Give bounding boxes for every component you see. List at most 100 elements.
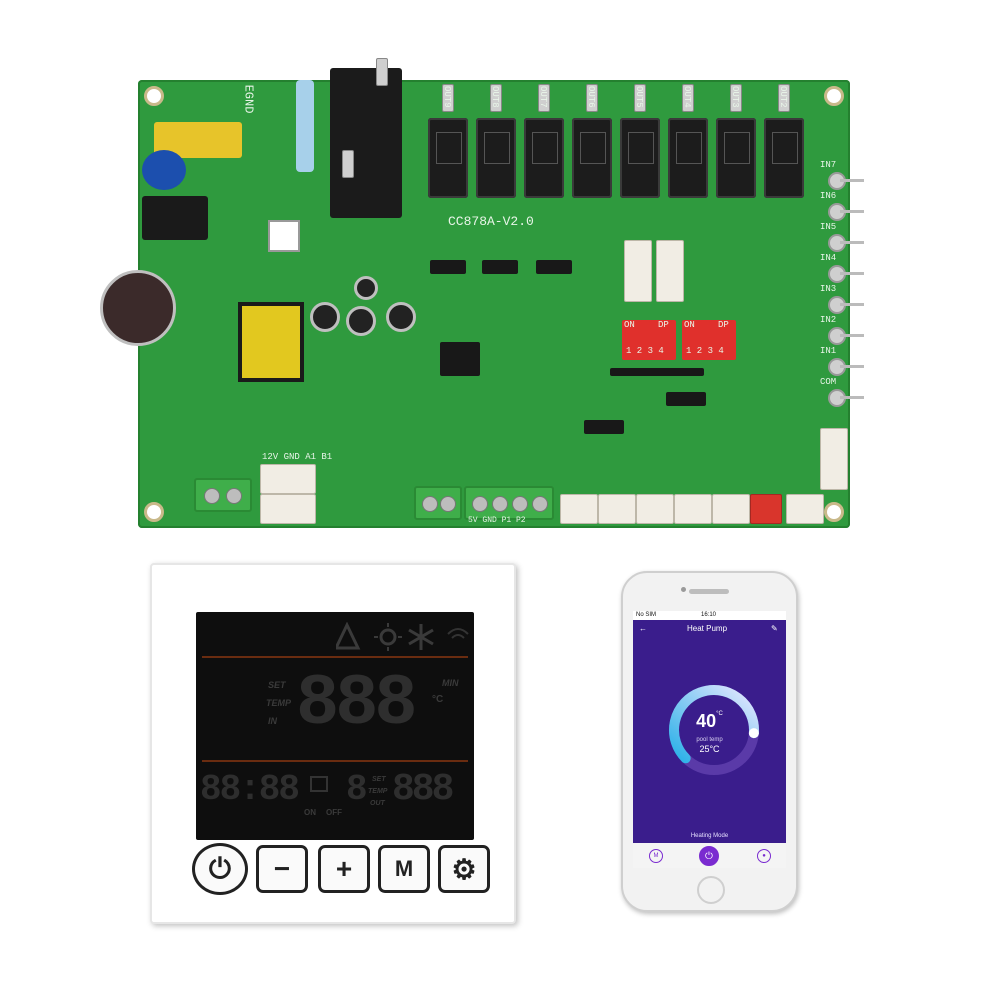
input-pin bbox=[828, 234, 864, 252]
on-label: ON bbox=[304, 808, 316, 817]
resistor-array bbox=[610, 368, 704, 376]
input-label: IN2 bbox=[820, 315, 837, 325]
tab-schedule[interactable]: ● bbox=[757, 849, 771, 863]
defrost-triangle-icon bbox=[336, 622, 361, 650]
spade-terminal bbox=[376, 58, 388, 86]
red-connector bbox=[750, 494, 782, 524]
dip-numbers: 1 2 3 4 bbox=[686, 346, 724, 356]
output-relay bbox=[572, 118, 612, 198]
input-label: IN5 bbox=[820, 222, 837, 232]
dip-switch[interactable]: ON DP 1 2 3 4 bbox=[682, 320, 736, 360]
ic-chip bbox=[584, 420, 624, 434]
output-relay bbox=[428, 118, 468, 198]
phone-screen: No SIM 16:10 ← Heat Pump ✎ 40°C pool tem… bbox=[633, 611, 786, 868]
fuse bbox=[296, 80, 314, 172]
input-pin bbox=[828, 327, 864, 345]
off-label: OFF bbox=[326, 808, 342, 817]
input-pin bbox=[828, 296, 864, 314]
edit-icon[interactable]: ✎ bbox=[771, 624, 778, 633]
plus-button[interactable]: + bbox=[318, 845, 370, 893]
clock-digits: 88:88 bbox=[200, 769, 300, 810]
lcd-divider bbox=[202, 656, 468, 658]
model-label: CC878A-V2.0 bbox=[448, 214, 534, 229]
out-label: OUT bbox=[370, 800, 385, 807]
min-label: MIN bbox=[442, 678, 459, 688]
bus-label: 12V GND A1 B1 bbox=[262, 452, 333, 462]
home-button[interactable] bbox=[697, 876, 725, 904]
set2-label: SET bbox=[372, 776, 386, 783]
header-connector bbox=[786, 494, 824, 524]
carrier-label: No SIM bbox=[636, 612, 657, 618]
relay-label: OUT3 bbox=[730, 86, 740, 108]
terminal-block bbox=[414, 486, 462, 520]
capacitor bbox=[310, 302, 340, 332]
app-title: Heat Pump bbox=[687, 624, 728, 633]
relay-label: OUT4 bbox=[682, 86, 692, 108]
bus-connector bbox=[260, 494, 316, 524]
relay-label: OUT2 bbox=[778, 86, 788, 108]
pool-temp-label: pool temp bbox=[696, 737, 723, 743]
relay-label: OUT5 bbox=[634, 86, 644, 108]
clock-label: 16:10 bbox=[701, 612, 717, 618]
tab-mode[interactable]: M bbox=[649, 849, 663, 863]
settings-button[interactable]: ⚙ bbox=[438, 845, 490, 893]
input-label: IN7 bbox=[820, 160, 837, 170]
wifi-icon bbox=[447, 628, 469, 639]
temp2-label: TEMP bbox=[368, 788, 388, 795]
minus-button[interactable]: − bbox=[256, 845, 308, 893]
input-pin bbox=[828, 203, 864, 221]
out-temp-digits: 888 bbox=[392, 768, 454, 811]
unit-label: °C bbox=[432, 694, 444, 705]
capacitor bbox=[386, 302, 416, 332]
dip-on-label: ON bbox=[684, 320, 695, 330]
header-connector bbox=[636, 494, 674, 524]
spade-terminal bbox=[730, 84, 742, 112]
output-relay bbox=[764, 118, 804, 198]
output-relay bbox=[476, 118, 516, 198]
power-button[interactable]: ⏻ bbox=[192, 843, 248, 895]
input-label: IN1 bbox=[820, 346, 837, 356]
gear-icon: ⚙ bbox=[451, 853, 477, 885]
in-label: IN bbox=[268, 716, 277, 726]
back-arrow-icon[interactable]: ← bbox=[639, 624, 647, 633]
spade-terminal bbox=[442, 84, 454, 112]
power-icon: ⏻ bbox=[208, 852, 232, 884]
input-label: COM bbox=[820, 377, 837, 387]
input-pin bbox=[828, 389, 864, 407]
spade-terminal bbox=[682, 84, 694, 112]
header-connector bbox=[656, 240, 684, 302]
transformer bbox=[238, 302, 304, 382]
tab-power[interactable]: ⏻ bbox=[699, 846, 719, 866]
capacitor bbox=[354, 276, 378, 300]
terminal-label: 5V GND P1 P2 bbox=[468, 516, 526, 525]
ic-chip bbox=[482, 260, 518, 274]
choke bbox=[142, 196, 208, 240]
relay-label: OUT9 bbox=[442, 86, 452, 108]
temperature-dial[interactable] bbox=[664, 680, 764, 780]
spade-terminal bbox=[586, 84, 598, 112]
dip-switch[interactable]: ON DP 1 2 3 4 bbox=[622, 320, 676, 360]
header-connector bbox=[560, 494, 598, 524]
mode-icon: M bbox=[394, 856, 414, 881]
tab-bar: M ⏻ ● bbox=[633, 843, 786, 868]
egnd-label: EGND bbox=[241, 84, 256, 114]
temp-readout: 40°C bbox=[633, 711, 786, 732]
header-connector bbox=[598, 494, 636, 524]
microcontroller bbox=[440, 342, 480, 376]
speaker-grille bbox=[689, 589, 729, 594]
relay-label: OUT6 bbox=[586, 86, 596, 108]
dial-knob bbox=[748, 728, 759, 739]
power-icon: ⏻ bbox=[705, 850, 713, 862]
spade-terminal bbox=[342, 150, 354, 178]
temperature-unit: °C bbox=[716, 711, 723, 717]
varistor bbox=[142, 150, 186, 190]
dial-center bbox=[681, 697, 747, 763]
lcd-divider bbox=[202, 760, 468, 762]
mode-button[interactable]: M bbox=[378, 845, 430, 893]
side-connector bbox=[820, 428, 848, 490]
input-pin bbox=[828, 265, 864, 283]
minus-icon: − bbox=[273, 853, 291, 884]
bus-connector bbox=[260, 464, 316, 494]
main-temp-digits: 888 bbox=[296, 663, 418, 745]
